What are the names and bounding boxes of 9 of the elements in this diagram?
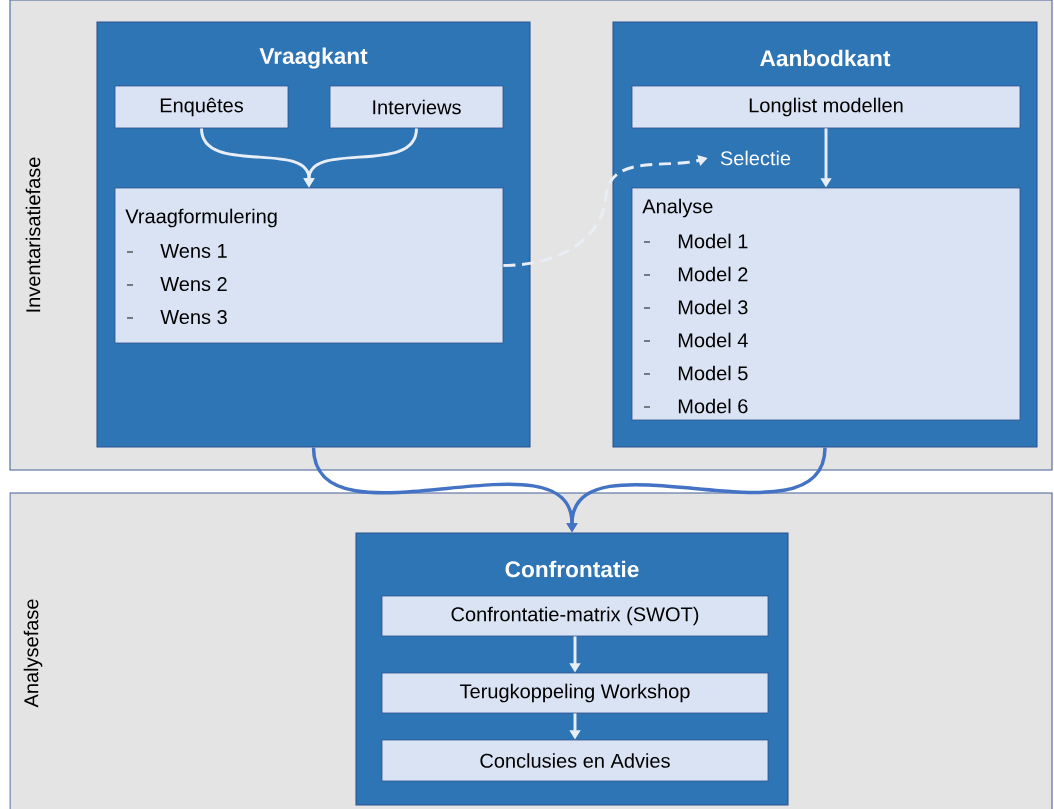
step-box: Terugkoppeling Workshop <box>381 672 769 714</box>
step-box: Interviews <box>329 85 504 129</box>
step-box: Enquêtes <box>114 85 289 129</box>
step-box: Confrontatie-matrix (SWOT) <box>381 595 769 637</box>
step-box: Conclusies en Advies <box>381 739 769 782</box>
list-box: Analyse Model 1 Model 2 Model 3 Model 4 Model 5 Model 6 <box>631 187 1021 421</box>
step-box: Longlist modellen <box>631 85 1021 129</box>
edge-target-label: Selectie <box>720 150 791 166</box>
list-box: Vraagformulering Wens 1 Wens 2 Wens 3 <box>114 187 504 344</box>
